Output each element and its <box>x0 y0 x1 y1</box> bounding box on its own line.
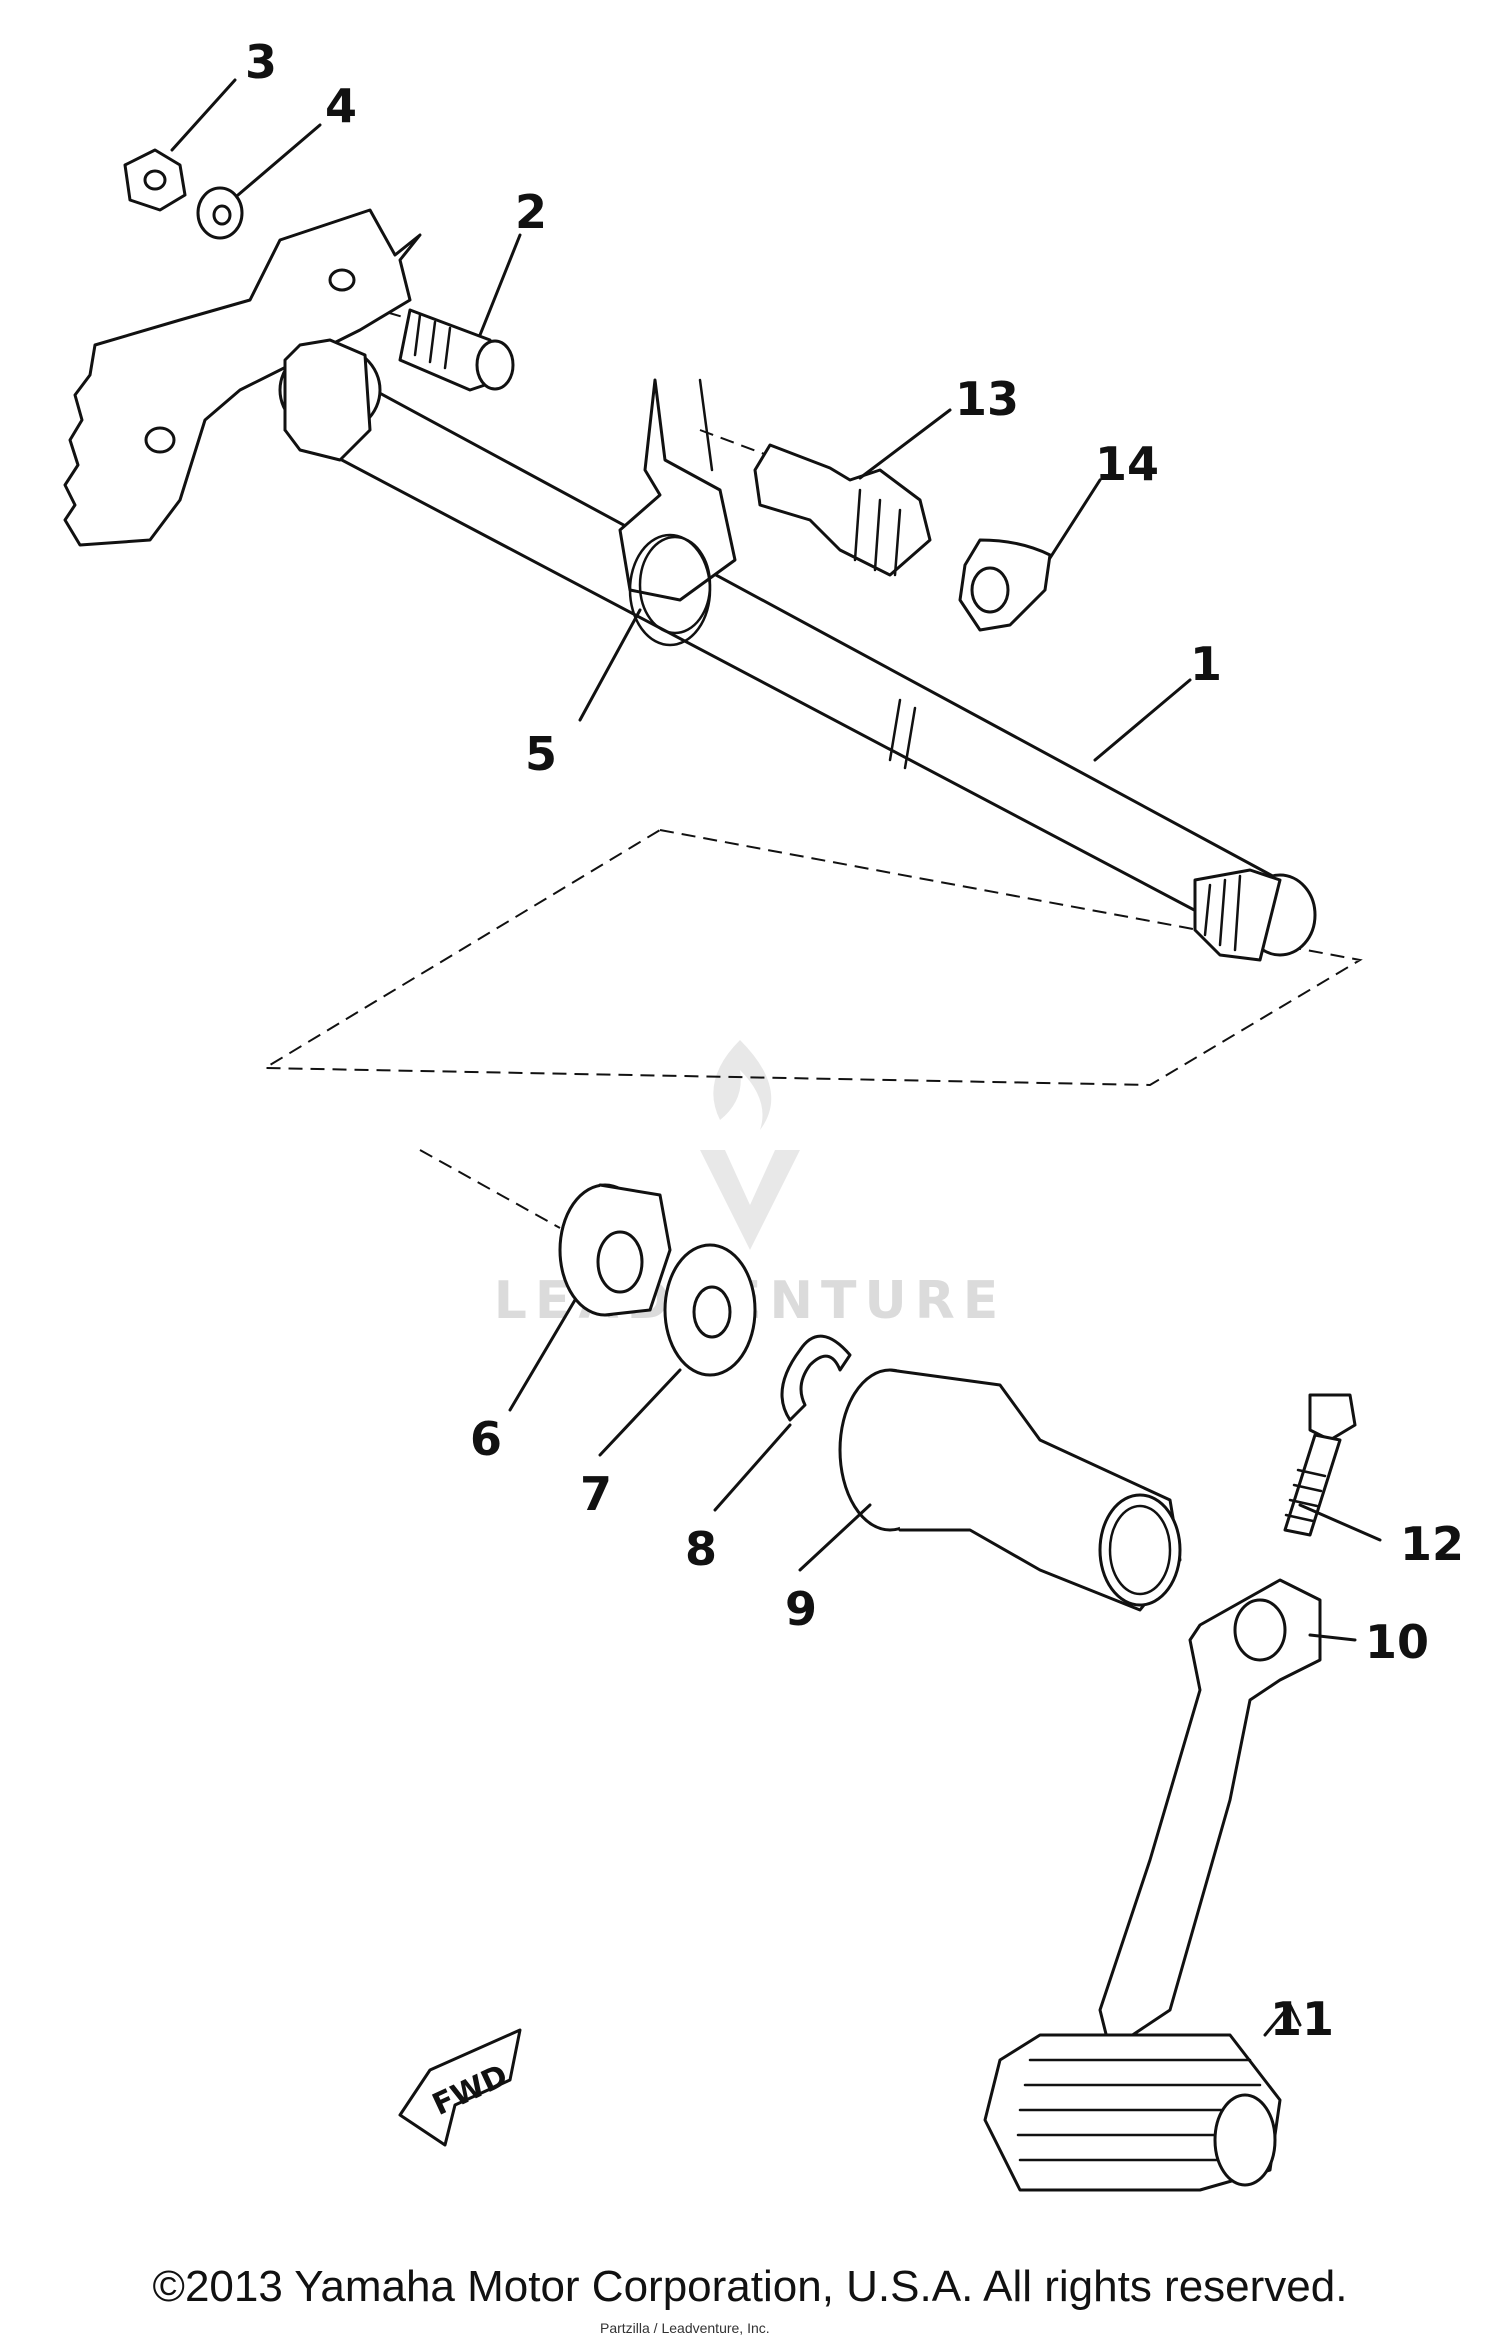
assembly-outline <box>261 828 1363 1087</box>
dashed-guide <box>419 1149 561 1229</box>
bushing-9 <box>838 1368 1182 1612</box>
dashed-guide-13 <box>699 429 776 459</box>
small-credit: Partzilla / Leadventure, Inc. <box>600 2320 770 2336</box>
forward-arrow-icon: FWD <box>398 2028 522 2147</box>
nut-3 <box>123 148 187 212</box>
bolt-2 <box>398 308 515 392</box>
shift-pedal-11 <box>983 1578 1322 2192</box>
callout-9: 9 <box>785 1582 817 1636</box>
callout-5: 5 <box>525 727 557 781</box>
callout-13: 13 <box>955 372 1019 426</box>
shift-shaft <box>278 338 1317 962</box>
return-spring <box>618 378 737 647</box>
callout-4: 4 <box>325 79 357 133</box>
washer-7 <box>663 1243 757 1377</box>
callout-12: 12 <box>1400 1517 1464 1571</box>
callout-7: 7 <box>580 1467 612 1521</box>
callout-10: 10 <box>1365 1615 1429 1669</box>
callout-2: 2 <box>515 185 547 239</box>
callout-8: 8 <box>685 1522 717 1576</box>
leader-lines <box>170 78 1382 2037</box>
callout-11: 11 <box>1270 1992 1334 2046</box>
copyright-notice: ©2013 Yamaha Motor Corporation, U.S.A. A… <box>152 2262 1348 2311</box>
callout-1: 1 <box>1190 637 1222 691</box>
callout-6: 6 <box>470 1412 502 1466</box>
shift-arm-plate <box>63 208 422 547</box>
callout-3: 3 <box>245 35 277 89</box>
oil-seal-6 <box>558 1183 672 1317</box>
washer-4 <box>196 186 244 240</box>
circlip-8 <box>780 1334 852 1422</box>
collar-14 <box>958 538 1052 632</box>
callout-14: 14 <box>1095 437 1159 491</box>
bolt-12 <box>1283 1393 1357 1537</box>
stud-13 <box>753 443 932 577</box>
